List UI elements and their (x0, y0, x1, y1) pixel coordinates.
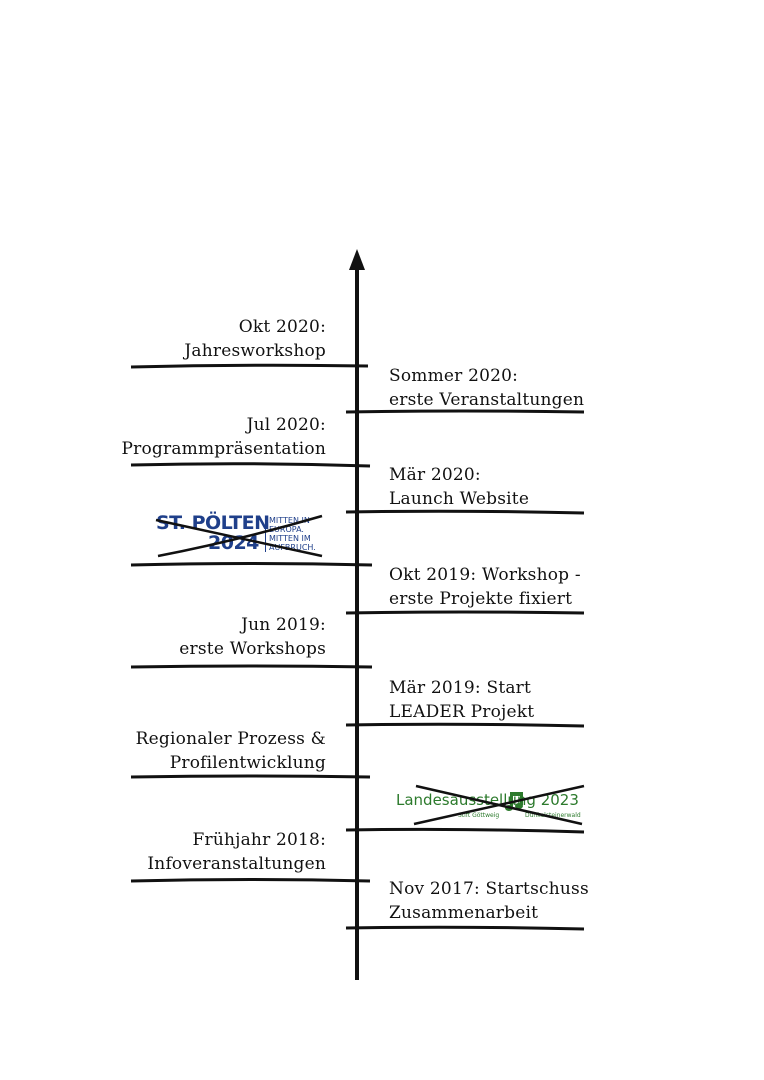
left-tick-1 (130, 363, 369, 369)
event-date: Jul 2020: (246, 415, 326, 435)
logo-wordmark: ST. PÖLTEN (156, 512, 270, 534)
right-tick-2 (345, 509, 585, 515)
event-date: Okt 2020: (238, 317, 326, 337)
event-title: Profilentwicklung (169, 753, 326, 773)
left-tick-4 (130, 664, 373, 669)
logo-year: 2024 (208, 532, 259, 554)
event-title: erste Workshops (179, 639, 326, 659)
event-title: LEADER Projekt (389, 702, 535, 722)
logo-subtitle-left: Stift Göttweig (458, 812, 500, 819)
event-date: Okt 2019: Workshop - (389, 565, 581, 585)
event-title: Launch Website (389, 489, 530, 509)
timeline-arrowhead (349, 249, 365, 270)
event-okt-2020: Okt 2020: Jahresworkshop (184, 315, 326, 363)
left-tick-6 (130, 878, 371, 883)
tagline-line: EUROPA. (269, 525, 304, 534)
event-date: Nov 2017: Startschuss (389, 879, 589, 899)
tagline-line: AUFBRUCH. (269, 543, 316, 552)
right-tick-6 (345, 925, 585, 931)
event-date: Mär 2020: (389, 465, 481, 485)
logo-tagline: MITTEN IN EUROPA. MITTEN IM AUFBRUCH. (269, 516, 316, 552)
right-tick-4 (345, 722, 585, 728)
logo-wordmark: Landesausstellung 2023 (396, 791, 579, 809)
left-tick-5 (130, 774, 371, 779)
event-date: Frühjahr 2018: (192, 830, 326, 850)
right-tick-1 (345, 409, 585, 414)
event-fruehjahr-2018: Frühjahr 2018: Infoveranstaltungen (147, 828, 326, 876)
event-title: Infoveranstaltungen (147, 854, 326, 874)
event-okt-2019: Okt 2019: Workshop - erste Projekte fixi… (389, 563, 581, 611)
event-title: erste Veranstaltungen (389, 390, 585, 410)
right-tick-5 (345, 827, 585, 834)
cross-out-mark (413, 784, 585, 826)
event-maer-2019: Mär 2019: Start LEADER Projekt (389, 676, 534, 724)
event-date: Regionaler Prozess & (135, 729, 326, 749)
event-jun-2019: Jun 2019: erste Workshops (179, 613, 326, 661)
right-tick-3 (345, 610, 585, 615)
cross-out-mark (155, 514, 323, 558)
event-date: Jun 2019: (241, 615, 326, 635)
logo-divider (265, 516, 266, 552)
left-tick-2 (130, 462, 371, 468)
left-tick-3 (130, 562, 373, 567)
tagline-line: MITTEN IM (269, 534, 311, 543)
tagline-line: MITTEN IN (269, 516, 310, 525)
event-regionaler-prozess: Regionaler Prozess & Profilentwicklung (136, 727, 326, 775)
event-title: erste Projekte fixiert (389, 589, 573, 609)
event-nov-2017: Nov 2017: Startschuss Zusammenarbeit (389, 877, 589, 925)
event-title: Programmpräsentation (121, 439, 326, 459)
event-jul-2020: Jul 2020: Programmpräsentation (122, 413, 326, 461)
event-title: Zusammenarbeit (389, 903, 539, 923)
event-maer-2020: Mär 2020: Launch Website (389, 463, 529, 511)
event-date: Mär 2019: Start (389, 678, 532, 698)
logo-subtitle-right: Dunkelsteinerwald (525, 812, 581, 819)
event-date: Sommer 2020: (389, 366, 519, 386)
event-sommer-2020: Sommer 2020: erste Veranstaltungen (389, 364, 584, 412)
landesausstellung-2023-logo: Landesausstellung 2023 Stift Göttweig Du… (392, 782, 604, 828)
event-title: Jahresworkshop (184, 341, 326, 361)
st-poelten-2024-logo: ST. PÖLTEN 2024 MITTEN IN EUROPA. MITTEN… (150, 512, 330, 562)
